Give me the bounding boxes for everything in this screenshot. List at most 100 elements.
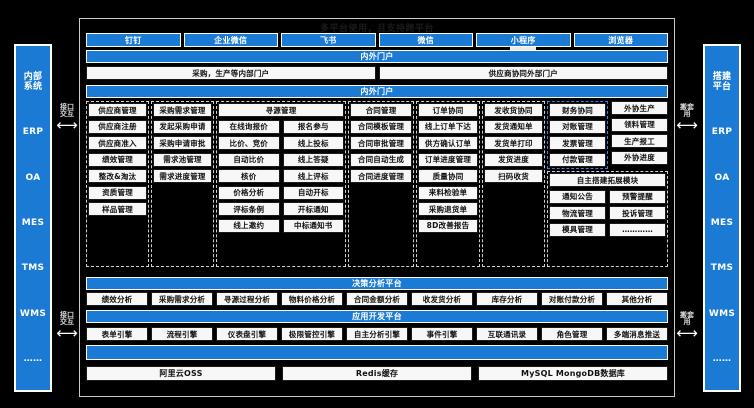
module-item[interactable]: 合同自动生成 (350, 152, 412, 167)
app-item[interactable]: 表单引擎 (86, 327, 148, 341)
infrastructure-item-db[interactable]: MySQL MongoDB数据库 (478, 366, 668, 381)
module-item[interactable]: 采购申请审批 (153, 136, 212, 150)
module-header-contract[interactable]: 合同管理 (350, 103, 412, 117)
module-item[interactable]: 自动开标 (282, 185, 344, 200)
module-item[interactable]: 样品管理 (88, 202, 147, 216)
module-item[interactable]: 8D改善报告 (418, 218, 478, 233)
module-item[interactable]: 自动比价 (218, 152, 280, 167)
app-item[interactable]: 自主分析引擎 (346, 327, 408, 341)
module-item[interactable]: 供方确认订单 (418, 136, 478, 150)
module-item[interactable]: 外协进度 (611, 150, 668, 165)
platform-chip-dingtalk[interactable]: 钉钉 (86, 33, 181, 47)
module-item[interactable]: 价格分析 (218, 185, 280, 200)
module-item[interactable]: 质量协同 (418, 169, 478, 183)
module-item[interactable]: 合同模板管理 (350, 119, 412, 134)
module-item[interactable]: 绩效管理 (88, 152, 147, 167)
decision-item[interactable]: 收发货分析 (411, 292, 473, 306)
decision-item[interactable]: 绩效分析 (86, 292, 148, 306)
app-platform-title: 应用开发平台 (86, 310, 668, 323)
module-item[interactable]: ………… (609, 222, 666, 237)
module-item[interactable]: 开标通知 (282, 202, 344, 216)
decision-item[interactable]: 对账付款分析 (541, 292, 603, 306)
app-item[interactable]: 仪表盘引擎 (216, 327, 278, 341)
app-item[interactable]: 互联通讯录 (476, 327, 538, 341)
module-item[interactable]: 扫码收货 (484, 169, 543, 183)
module-item[interactable]: 线上投标 (282, 136, 344, 150)
decision-item[interactable]: 寻源过程分析 (216, 292, 278, 306)
module-header-sourcing[interactable]: 寻源管理 (218, 103, 344, 117)
module-column-delivery: 发收货协同 发货通知单 发货单打印 发货进度 扫码收货 (482, 101, 545, 267)
platform-chip-wechat[interactable]: 微信 (378, 33, 473, 47)
platform-chip-row: 钉钉 企业微信 飞书 微信 小程序 浏览器 (86, 33, 668, 47)
module-item[interactable]: 发起采购申请 (153, 119, 212, 134)
module-item[interactable]: 发货单打印 (484, 136, 543, 150)
module-item[interactable]: 合同进度管理 (350, 169, 412, 183)
infrastructure-band (86, 345, 668, 360)
portal-internal[interactable]: 采购，生产等内部门户 (86, 66, 376, 80)
module-item[interactable]: 合同审批管理 (350, 136, 412, 150)
decision-item[interactable]: 物料价格分析 (281, 292, 343, 306)
rail-item-internal-systems: 内部 系统 (23, 71, 43, 92)
rail-item-more: …… (23, 354, 43, 365)
module-item[interactable]: 供应商准入 (88, 136, 147, 150)
module-item[interactable]: 模具管理 (549, 222, 606, 237)
decision-item[interactable]: 其他分析 (606, 292, 668, 306)
custom-extension-left: 通知公告 物流管理 模具管理 (549, 189, 606, 266)
module-header-outsourcing[interactable]: 外协生产 (611, 101, 668, 115)
module-item[interactable]: 物流管理 (549, 206, 606, 220)
module-item[interactable]: 发货进度 (484, 152, 543, 167)
module-item[interactable]: 生产报工 (611, 134, 668, 148)
module-item[interactable]: 供应商注册 (88, 119, 147, 134)
module-item[interactable]: 预警提醒 (609, 189, 666, 204)
module-header-delivery[interactable]: 发收货协同 (484, 103, 543, 117)
module-header-order[interactable]: 订单协同 (418, 103, 478, 117)
module-item[interactable]: 通知公告 (549, 189, 606, 204)
app-item[interactable]: 事件引擎 (411, 327, 473, 341)
module-item[interactable]: 线上答疑 (282, 152, 344, 167)
module-item[interactable]: 需求池管理 (153, 152, 212, 167)
module-header-custom-extension[interactable]: 自主搭建拓展模块 (549, 173, 666, 187)
decision-item[interactable]: 合同金额分析 (346, 292, 408, 306)
module-item[interactable]: 来料检验单 (418, 185, 478, 200)
module-header-finance[interactable]: 财务协同 (549, 103, 606, 117)
platform-chip-feishu[interactable]: 飞书 (281, 33, 376, 47)
module-item[interactable]: 发票管理 (549, 136, 606, 150)
module-header-supplier[interactable]: 供应商管理 (88, 103, 147, 117)
platform-chip-wecom[interactable]: 企业微信 (183, 33, 278, 47)
app-item[interactable]: 多端消息推送 (606, 327, 668, 341)
app-item[interactable]: 流程引擎 (151, 327, 213, 341)
platform-chip-browser[interactable]: 浏览器 (573, 33, 668, 47)
module-item[interactable]: 中标通知书 (282, 218, 344, 233)
module-item[interactable]: 线上评标 (282, 169, 344, 183)
module-item[interactable]: 资质管理 (88, 185, 147, 200)
connector-right-top-label: 搬套 用 (680, 103, 694, 119)
app-item[interactable]: 角色管理 (541, 327, 603, 341)
app-item[interactable]: 极限管控引擎 (281, 327, 343, 341)
module-item[interactable]: 在线询报价 (218, 119, 280, 134)
decision-item[interactable]: 采购需求分析 (151, 292, 213, 306)
module-item[interactable]: 线上订单下达 (418, 119, 478, 134)
left-system-rail: 内部 系统 ERP OA MES TMS WMS …… (14, 44, 52, 392)
module-item[interactable]: 报名参与 (282, 119, 344, 134)
module-item[interactable]: 采购退货单 (418, 202, 478, 216)
module-item[interactable]: 投诉管理 (609, 206, 666, 220)
module-item[interactable]: 评标条例 (218, 202, 280, 216)
module-item[interactable]: 核价 (218, 169, 280, 183)
module-item[interactable]: 整改&淘汰 (88, 169, 147, 183)
decision-item[interactable]: 库存分析 (476, 292, 538, 306)
module-item[interactable]: 线上邀约 (218, 218, 280, 233)
module-item[interactable]: 比价、竞价 (218, 136, 280, 150)
module-item[interactable]: 领料管理 (611, 117, 668, 132)
infrastructure-item-redis[interactable]: Redis缓存 (282, 366, 472, 381)
module-item[interactable]: 需求进度管理 (153, 169, 212, 183)
decision-platform-title: 决策分析平台 (86, 277, 668, 290)
portal-external[interactable]: 供应商协同外部门户 (378, 66, 668, 80)
module-item[interactable]: 付款管理 (549, 152, 606, 167)
module-header-purchase-demand[interactable]: 采购需求管理 (153, 103, 212, 117)
infrastructure-item-oss[interactable]: 阿里云OSS (86, 366, 276, 381)
sourcing-sub-right: 报名参与 线上投标 线上答疑 线上评标 自动开标 开标通知 中标通知书 (282, 119, 344, 266)
platform-chip-miniapp[interactable]: 小程序 (476, 33, 571, 47)
module-item[interactable]: 发货通知单 (484, 119, 543, 134)
module-item[interactable]: 订单进度管理 (418, 152, 478, 167)
module-item[interactable]: 对账管理 (549, 119, 606, 134)
